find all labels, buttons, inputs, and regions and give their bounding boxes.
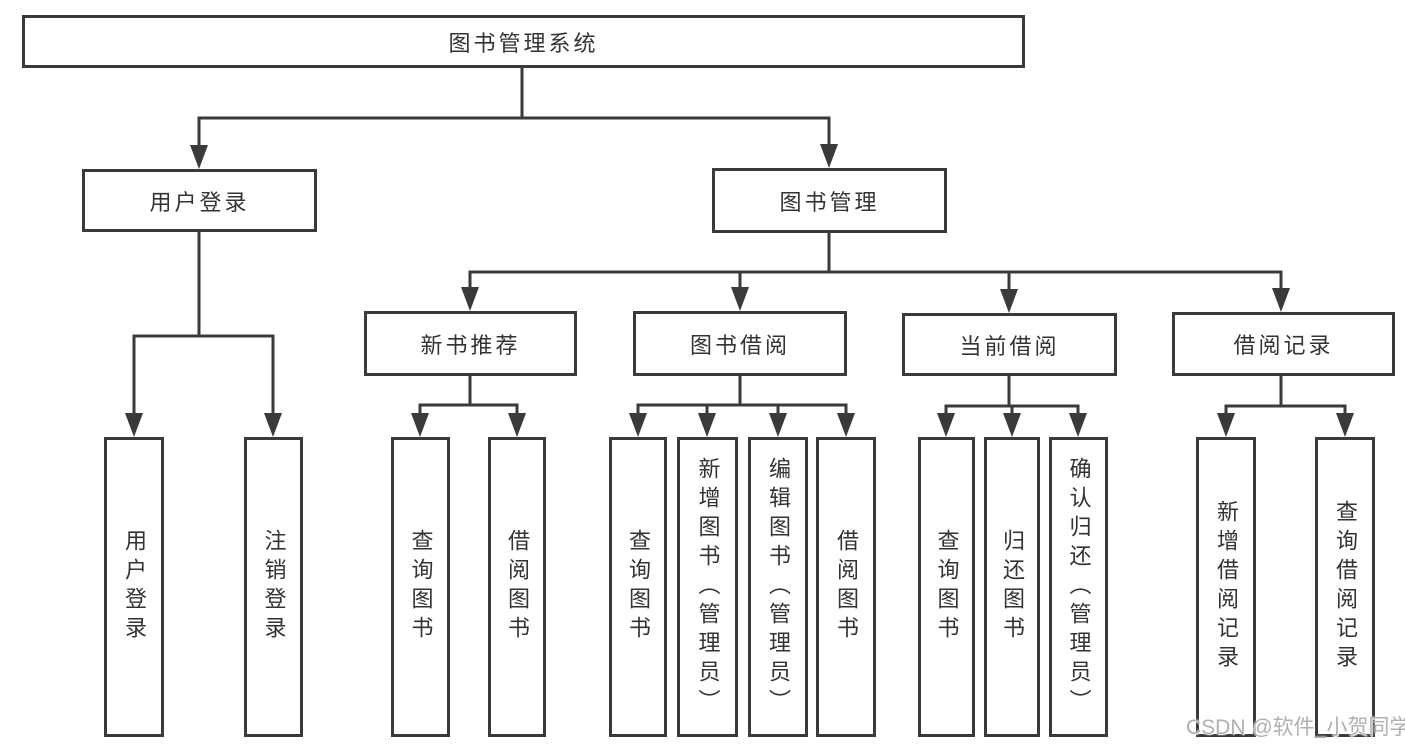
leaf-label: 借阅图书 — [834, 529, 859, 645]
node-borrow-records-label: 借阅记录 — [1233, 333, 1334, 358]
node-current-borrow: 当前借阅 — [902, 313, 1117, 376]
leaf-add-books-admin: 新增图书（管理员） — [677, 437, 738, 737]
node-root: 图书管理系统 — [22, 15, 1025, 68]
leaf-edit-books-admin: 编辑图书（管理员） — [748, 437, 808, 737]
watermark: CSDN @软件_小贺同学 — [1186, 716, 1405, 739]
leaf-label: 用户登录 — [122, 529, 147, 645]
leaf-logout: 注销登录 — [244, 437, 303, 737]
node-current-borrow-label: 当前借阅 — [959, 333, 1060, 359]
node-book-borrow-label: 图书借阅 — [689, 332, 790, 358]
leaf-label: 查询图书 — [626, 529, 651, 645]
node-borrow-records: 借阅记录 — [1172, 312, 1395, 376]
leaf-borrow-books: 借阅图书 — [816, 437, 876, 737]
node-user-login-label: 用户登录 — [149, 189, 250, 215]
leaf-add-borrow-record: 新增借阅记录 — [1196, 437, 1256, 737]
leaf-label: 借阅图书 — [505, 529, 530, 645]
leaf-query-books-recommend: 查询图书 — [391, 437, 450, 737]
leaf-label: 新增图书（管理员） — [695, 456, 721, 718]
connector-book-management-children — [461, 233, 1290, 313]
leaf-query-books-current: 查询图书 — [918, 437, 975, 737]
leaf-confirm-return-admin: 确认归还（管理员） — [1049, 437, 1108, 737]
connector-current-borrow-children — [937, 376, 1087, 437]
leaf-user-login: 用户登录 — [104, 437, 164, 737]
leaf-label: 编辑图书（管理员） — [766, 456, 791, 718]
node-new-book-recommend: 新书推荐 — [364, 311, 577, 376]
node-root-label: 图书管理系统 — [448, 30, 599, 56]
leaf-label: 查询图书 — [934, 529, 960, 645]
leaf-return-books: 归还图书 — [984, 437, 1040, 737]
node-new-book-recommend-label: 新书推荐 — [420, 332, 521, 358]
leaf-label: 查询借阅记录 — [1333, 500, 1358, 674]
connector-borrow-records-children — [1217, 376, 1354, 437]
node-user-login: 用户登录 — [82, 169, 317, 232]
connector-new-book-recommend-children — [411, 376, 526, 437]
leaf-label: 归还图书 — [1000, 529, 1025, 645]
node-book-borrow: 图书借阅 — [633, 311, 847, 376]
connector-root-to-level2 — [190, 68, 838, 169]
node-book-management: 图书管理 — [712, 168, 947, 233]
connector-user-login-children — [125, 232, 282, 437]
leaf-query-borrow-record: 查询借阅记录 — [1315, 437, 1375, 737]
leaf-query-books-borrow: 查询图书 — [609, 437, 667, 737]
node-book-management-label: 图书管理 — [779, 189, 880, 215]
connector-book-borrow-children — [629, 376, 855, 437]
leaf-label: 查询图书 — [408, 529, 434, 645]
leaf-label: 新增借阅记录 — [1214, 500, 1239, 674]
leaf-label: 确认归还（管理员） — [1066, 456, 1092, 718]
leaf-label: 注销登录 — [261, 529, 287, 645]
leaf-borrow-books-recommend: 借阅图书 — [488, 437, 546, 737]
